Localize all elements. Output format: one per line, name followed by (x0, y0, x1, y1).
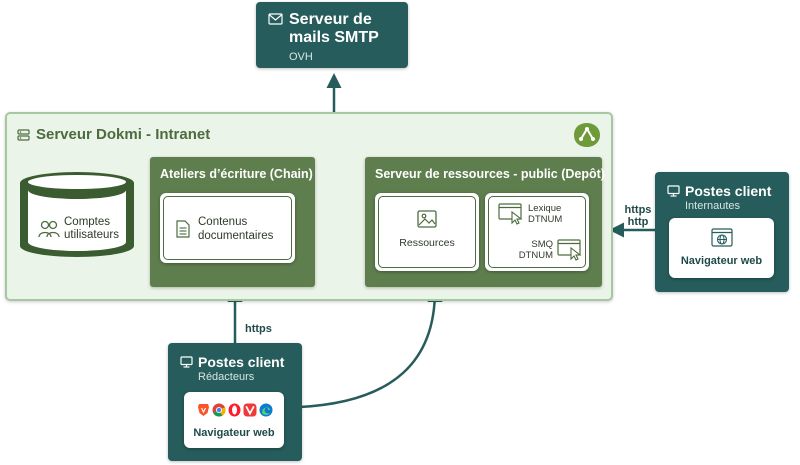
resources-label: Ressources (399, 237, 455, 249)
writing-workshops-title: Ateliers d’écriture (Chain) (160, 167, 313, 181)
intranet-title: Serveur Dokmi - Intranet (36, 126, 211, 143)
browser-icons-row (197, 403, 273, 417)
protocol-https-label: https (624, 204, 652, 216)
smtp-subtitle: OVH (289, 51, 313, 63)
smtp-server-box: Serveur de mails SMTP OVH (256, 2, 408, 68)
redacteurs-title: Postes client (198, 354, 285, 370)
user-accounts-database: Comptes utilisateurs (16, 170, 138, 260)
lexique-dtnum-label: Lexique DTNUM (528, 203, 563, 225)
smtp-title: Serveur de mails SMTP (289, 11, 379, 46)
monitor-icon (667, 185, 680, 197)
smq-dtnum-label: SMQ DTNUM (518, 239, 553, 261)
redacteurs-web-browser-label: Navigateur web (193, 427, 275, 439)
writing-workshops-box: Ateliers d’écriture (Chain) Contenus doc… (150, 157, 315, 287)
brave-icon (197, 403, 210, 417)
internautes-protocol-labels: https http (621, 204, 655, 228)
chrome-icon (212, 403, 226, 417)
browser-window-lexique-icon (498, 203, 526, 225)
monitor-icon (180, 356, 193, 368)
users-icon (38, 219, 60, 239)
browser-window-smq-icon (557, 239, 585, 261)
documentary-contents-label: Contenus documentaires (198, 216, 274, 242)
redacteurs-protocol-label: https (245, 323, 272, 335)
redacteurs-web-browser-card: Navigateur web (184, 392, 284, 448)
resources-server-box: Serveur de ressources - public (Depôt) R… (365, 157, 605, 287)
user-accounts-label: Comptes utilisateurs (64, 216, 119, 241)
mail-icon (268, 13, 283, 25)
vivaldi-icon (243, 403, 257, 417)
redacteurs-clients-box: Postes client Rédacteurs (168, 343, 302, 461)
edge-icon (259, 403, 273, 417)
arrow-redacteurs-to-depot (299, 287, 443, 409)
browser-globe-icon (711, 228, 733, 247)
intranet-server-container: Serveur Dokmi - Intranet (5, 112, 613, 301)
image-icon (417, 210, 437, 228)
documentary-contents-card: Contenus documentaires (160, 193, 295, 263)
document-icon (176, 220, 190, 238)
dokmi-logo-icon (572, 122, 602, 148)
internautes-title: Postes client (685, 183, 772, 199)
dtnum-sites-card: Lexique DTNUM SMQ DTNUM (485, 193, 589, 271)
internautes-subtitle: Internautes (685, 200, 741, 212)
internautes-web-browser-card: Navigateur web (669, 218, 774, 278)
opera-icon (228, 403, 241, 417)
server-icon (17, 128, 30, 141)
internautes-web-browser-label: Navigateur web (680, 255, 763, 267)
resources-card: Ressources (375, 193, 479, 271)
protocol-http-label: http (627, 216, 649, 228)
resources-server-title: Serveur de ressources - public (Depôt) (375, 167, 605, 181)
redacteurs-subtitle: Rédacteurs (198, 371, 255, 383)
internautes-clients-box: Postes client Internautes Navigateur web (655, 172, 789, 292)
